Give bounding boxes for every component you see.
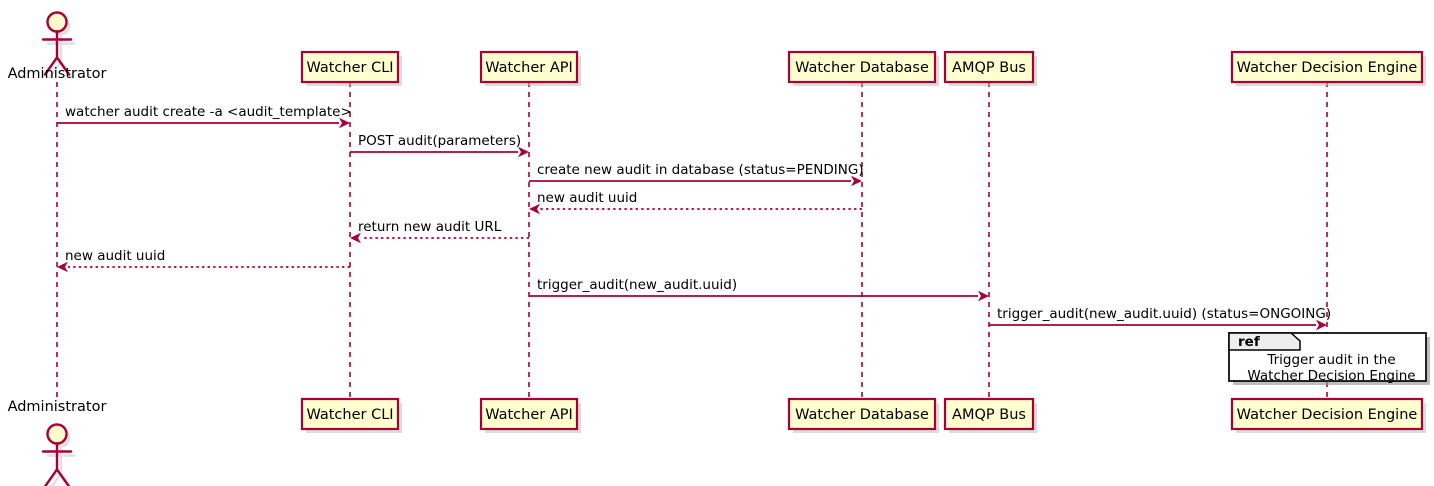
participant-label-watcher-database: Watcher Database: [795, 407, 929, 423]
participant-box[interactable]: [300, 397, 400, 431]
participant-label-watcher-api: Watcher API: [485, 407, 573, 423]
actor-leg-right: [55, 56, 71, 76]
ref-fragment-tab: [1228, 332, 1301, 351]
message-3-watcher-api-to-watcher-database: create new audit in database (status=PEN…: [529, 162, 864, 187]
participant-box[interactable]: [943, 50, 1035, 84]
message-arrowhead: [518, 146, 529, 158]
actor-head: [46, 423, 68, 445]
message-arrowhead: [57, 261, 68, 273]
message-arrowhead: [350, 232, 361, 244]
message-7-watcher-api-to-amqp-bus: trigger_audit(new_audit.uuid): [529, 277, 989, 302]
participant-amqp-bus-top[interactable]: AMQP Bus: [943, 50, 1037, 86]
message-label: new audit uuid: [537, 190, 637, 206]
lifelines-layer: [56, 82, 1328, 399]
participant-box[interactable]: [787, 397, 937, 431]
message-2-watcher-cli-to-watcher-api: POST audit(parameters): [350, 133, 529, 158]
message-label: new audit uuid: [65, 248, 165, 264]
actor-leg-left: [43, 56, 59, 76]
ref-fragment-line-2: Watcher Decision Engine: [1247, 368, 1415, 384]
participant-box[interactable]: [479, 50, 579, 84]
participant-box[interactable]: [787, 50, 937, 84]
message-5-watcher-api-to-watcher-cli: return new audit URL: [350, 219, 529, 244]
participant-box[interactable]: [1230, 50, 1424, 84]
participant-watcher-decision-engine-top[interactable]: Watcher Decision Engine: [1230, 50, 1426, 86]
messages-layer: watcher audit create -a <audit_template>…: [57, 104, 1331, 331]
message-label: trigger_audit(new_audit.uuid): [537, 277, 737, 293]
message-label: return new audit URL: [358, 219, 502, 235]
message-arrowhead: [978, 290, 989, 302]
message-arrowhead: [529, 203, 540, 215]
message-label: watcher audit create -a <audit_template>: [65, 104, 352, 120]
participant-watcher-database-bottom[interactable]: Watcher Database: [787, 397, 939, 433]
participant-watcher-api-bottom[interactable]: Watcher API: [479, 397, 581, 433]
actor-label-administrator: Administrator: [8, 66, 107, 82]
participant-label-amqp-bus: AMQP Bus: [952, 407, 1026, 423]
actor-leg-left: [43, 468, 59, 486]
actor-administrator-bottom: Administrator: [8, 399, 107, 486]
participant-label-watcher-cli: Watcher CLI: [306, 407, 393, 423]
actor-administrator-top: Administrator: [8, 11, 107, 82]
participant-amqp-bus-bottom[interactable]: AMQP Bus: [943, 397, 1037, 433]
message-label: POST audit(parameters): [358, 133, 521, 149]
participant-label-watcher-decision-engine: Watcher Decision Engine: [1237, 60, 1418, 76]
message-4-watcher-database-to-watcher-api: new audit uuid: [529, 190, 862, 215]
participant-box[interactable]: [943, 397, 1035, 431]
actor-head: [46, 11, 68, 33]
ref-fragment-line-1: Trigger audit in the: [1266, 352, 1395, 368]
participant-watcher-database-top[interactable]: Watcher Database: [787, 50, 939, 86]
participant-label-watcher-api: Watcher API: [485, 60, 573, 76]
participant-watcher-api-top[interactable]: Watcher API: [479, 50, 581, 86]
participant-label-watcher-cli: Watcher CLI: [306, 60, 393, 76]
participant-box[interactable]: [300, 50, 400, 84]
participant-label-watcher-database: Watcher Database: [795, 60, 929, 76]
message-label: trigger_audit(new_audit.uuid) (status=ON…: [997, 306, 1331, 322]
participant-watcher-decision-engine-bottom[interactable]: Watcher Decision Engine: [1230, 397, 1426, 433]
actor-label-administrator: Administrator: [8, 399, 107, 415]
message-1-administrator-to-watcher-cli: watcher audit create -a <audit_template>: [57, 104, 352, 129]
message-arrowhead: [851, 175, 862, 187]
ref-fragment-tab-label: ref: [1238, 334, 1260, 350]
message-arrowhead: [339, 117, 350, 129]
participant-watcher-cli-bottom[interactable]: Watcher CLI: [300, 397, 402, 433]
message-8-amqp-bus-to-watcher-decision-engine: trigger_audit(new_audit.uuid) (status=ON…: [989, 306, 1331, 331]
message-6-watcher-cli-to-administrator: new audit uuid: [57, 248, 350, 273]
message-arrowhead: [1316, 319, 1327, 331]
participant-box[interactable]: [479, 397, 579, 431]
participant-watcher-cli-top[interactable]: Watcher CLI: [300, 50, 402, 86]
participants-top-layer: Administrator Watcher CLI Watcher API Watch…: [8, 11, 1426, 86]
actor-leg-right: [55, 468, 71, 486]
participant-label-amqp-bus: AMQP Bus: [952, 60, 1026, 76]
message-label: create new audit in database (status=PEN…: [537, 162, 864, 178]
participant-box[interactable]: [1230, 397, 1424, 431]
participant-label-watcher-decision-engine: Watcher Decision Engine: [1237, 407, 1418, 423]
